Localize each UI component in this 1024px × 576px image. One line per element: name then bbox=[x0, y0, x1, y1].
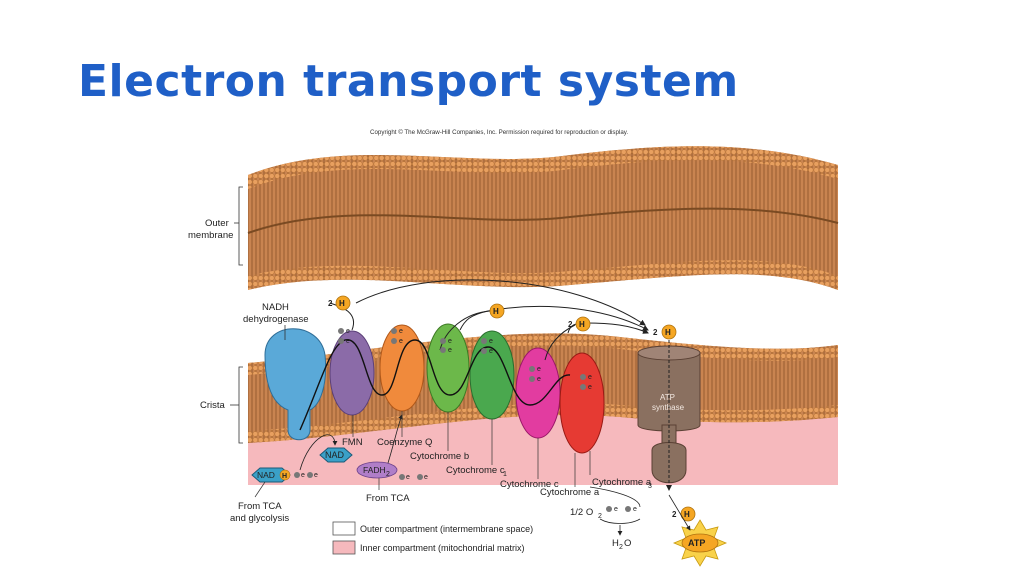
svg-text:e: e bbox=[346, 338, 350, 345]
electron-pair: e e bbox=[481, 338, 493, 355]
svg-text:2: 2 bbox=[619, 544, 623, 551]
legend-swatch bbox=[332, 521, 356, 536]
svg-text:3: 3 bbox=[648, 483, 652, 490]
svg-text:e: e bbox=[424, 474, 428, 481]
atp-synthase: ATP synthase bbox=[637, 330, 701, 491]
nad-molecule: NAD bbox=[319, 447, 353, 463]
svg-text:e: e bbox=[399, 328, 403, 335]
oxygen-reaction: 1/2 O 2 e e H 2 O bbox=[570, 486, 641, 551]
svg-text:Crista: Crista bbox=[200, 400, 226, 411]
svg-text:1/2 O: 1/2 O bbox=[570, 507, 593, 518]
svg-text:e: e bbox=[588, 374, 592, 381]
atp-synthase-label-1: ATP bbox=[660, 393, 675, 402]
svg-text:e: e bbox=[314, 472, 318, 479]
svg-text:FADH: FADH bbox=[363, 465, 386, 475]
svg-text:H: H bbox=[612, 538, 619, 549]
svg-text:From TCA: From TCA bbox=[238, 501, 282, 512]
fadh2-molecule: FADH 2 bbox=[356, 461, 398, 479]
cytochrome-a-label: Cytochrome a bbox=[540, 487, 600, 498]
proton-ion: 2 H bbox=[653, 324, 677, 340]
fmn-complex bbox=[329, 330, 375, 416]
svg-text:H: H bbox=[339, 299, 345, 308]
svg-text:e: e bbox=[301, 472, 305, 479]
electron-pair: e e bbox=[399, 474, 428, 481]
svg-text:e: e bbox=[346, 328, 350, 335]
protein-labels: FMN Coenzyme Q Cytochrome b Cytochrome c… bbox=[342, 411, 652, 498]
proton-ion: H bbox=[489, 303, 505, 319]
svg-text:H: H bbox=[665, 328, 671, 337]
outer-membrane-label: Outer membrane bbox=[188, 186, 243, 266]
svg-text:1: 1 bbox=[503, 471, 507, 478]
electron-pair: e e bbox=[391, 328, 403, 345]
electron-pair: e e bbox=[440, 338, 452, 354]
coenzyme-q-label: Coenzyme Q bbox=[377, 437, 432, 448]
svg-text:e: e bbox=[399, 338, 403, 345]
figure-canvas: Copyright © The McGraw-Hill Companies, I… bbox=[188, 129, 839, 567]
legend-item-outer-compartment: Outer compartment (intermembrane space) bbox=[332, 521, 533, 536]
svg-text:e: e bbox=[537, 366, 541, 373]
cytochrome-c1-label: Cytochrome c bbox=[446, 465, 505, 476]
svg-text:e: e bbox=[537, 376, 541, 383]
svg-text:and glycolysis: and glycolysis bbox=[230, 513, 289, 524]
svg-text:2: 2 bbox=[653, 328, 658, 337]
svg-text:Outer: Outer bbox=[205, 218, 229, 229]
svg-text:H: H bbox=[493, 307, 499, 316]
svg-text:e: e bbox=[406, 474, 410, 481]
svg-text:Inner compartment (mitochondri: Inner compartment (mitochondrial matrix) bbox=[360, 543, 525, 553]
nadh-molecule: NAD H bbox=[251, 467, 291, 483]
svg-text:e: e bbox=[448, 338, 452, 345]
svg-text:membrane: membrane bbox=[188, 230, 233, 241]
svg-text:2: 2 bbox=[328, 299, 333, 308]
electron-pair: e e bbox=[294, 472, 318, 479]
svg-text:Outer compartment (intermembra: Outer compartment (intermembrane space) bbox=[360, 524, 533, 534]
from-tca-glycolysis-label: From TCA and glycolysis bbox=[230, 481, 289, 524]
svg-text:e: e bbox=[633, 506, 637, 513]
svg-text:e: e bbox=[489, 338, 493, 345]
svg-text:2: 2 bbox=[598, 513, 602, 520]
svg-text:O: O bbox=[624, 538, 631, 549]
svg-text:NADH: NADH bbox=[262, 302, 289, 313]
atp-product: ATP bbox=[668, 494, 728, 567]
cytochrome-a3-label: Cytochrome a bbox=[592, 477, 652, 488]
cytochrome-b-label: Cytochrome b bbox=[410, 451, 469, 462]
from-tca-label: From TCA bbox=[366, 478, 410, 504]
svg-text:H: H bbox=[282, 473, 287, 480]
legend-swatch bbox=[332, 540, 356, 555]
proton-ion: 2 H bbox=[568, 316, 591, 332]
electron-transport-figure: Copyright © The McGraw-Hill Companies, I… bbox=[170, 125, 870, 570]
svg-text:H: H bbox=[579, 320, 585, 329]
nadh-dehydrogenase-label: NADH dehydrogenase bbox=[243, 302, 309, 340]
svg-text:e: e bbox=[614, 506, 618, 513]
svg-text:2: 2 bbox=[568, 320, 573, 329]
proton-ion: 2 H bbox=[328, 295, 351, 311]
outer-membrane bbox=[247, 146, 839, 290]
electron-pair: e e bbox=[529, 366, 541, 383]
svg-text:From TCA: From TCA bbox=[366, 493, 410, 504]
svg-text:e: e bbox=[489, 348, 493, 355]
proton-ion: 2 H bbox=[672, 506, 696, 522]
legend-item-inner-compartment: Inner compartment (mitochondrial matrix) bbox=[332, 540, 525, 555]
svg-text:2: 2 bbox=[386, 471, 390, 478]
svg-text:H: H bbox=[684, 510, 690, 519]
legend: Outer compartment (intermembrane space) … bbox=[332, 521, 533, 555]
electron-path bbox=[299, 339, 571, 431]
crista-label: Crista bbox=[200, 366, 243, 444]
cytochrome-c-complex bbox=[515, 347, 561, 439]
nadh-dehydrogenase-complex bbox=[264, 328, 327, 441]
copyright-notice: Copyright © The McGraw-Hill Companies, I… bbox=[370, 129, 628, 136]
svg-text:e: e bbox=[588, 384, 592, 391]
svg-text:NAD: NAD bbox=[257, 470, 275, 480]
atp-synthase-label-2: synthase bbox=[652, 403, 685, 412]
svg-text:ATP: ATP bbox=[688, 538, 705, 548]
fmn-label: FMN bbox=[342, 437, 363, 448]
cytochrome-a-complex bbox=[559, 352, 605, 454]
svg-text:2: 2 bbox=[672, 510, 677, 519]
svg-text:e: e bbox=[448, 347, 452, 354]
slide-title: Electron transport system bbox=[78, 56, 739, 107]
svg-text:dehydrogenase: dehydrogenase bbox=[243, 314, 309, 325]
electron-pair: e e bbox=[580, 374, 592, 391]
cytochrome-c-label: Cytochrome c bbox=[500, 479, 559, 490]
svg-text:NAD: NAD bbox=[325, 450, 345, 460]
electron-pair: e e bbox=[338, 328, 350, 345]
